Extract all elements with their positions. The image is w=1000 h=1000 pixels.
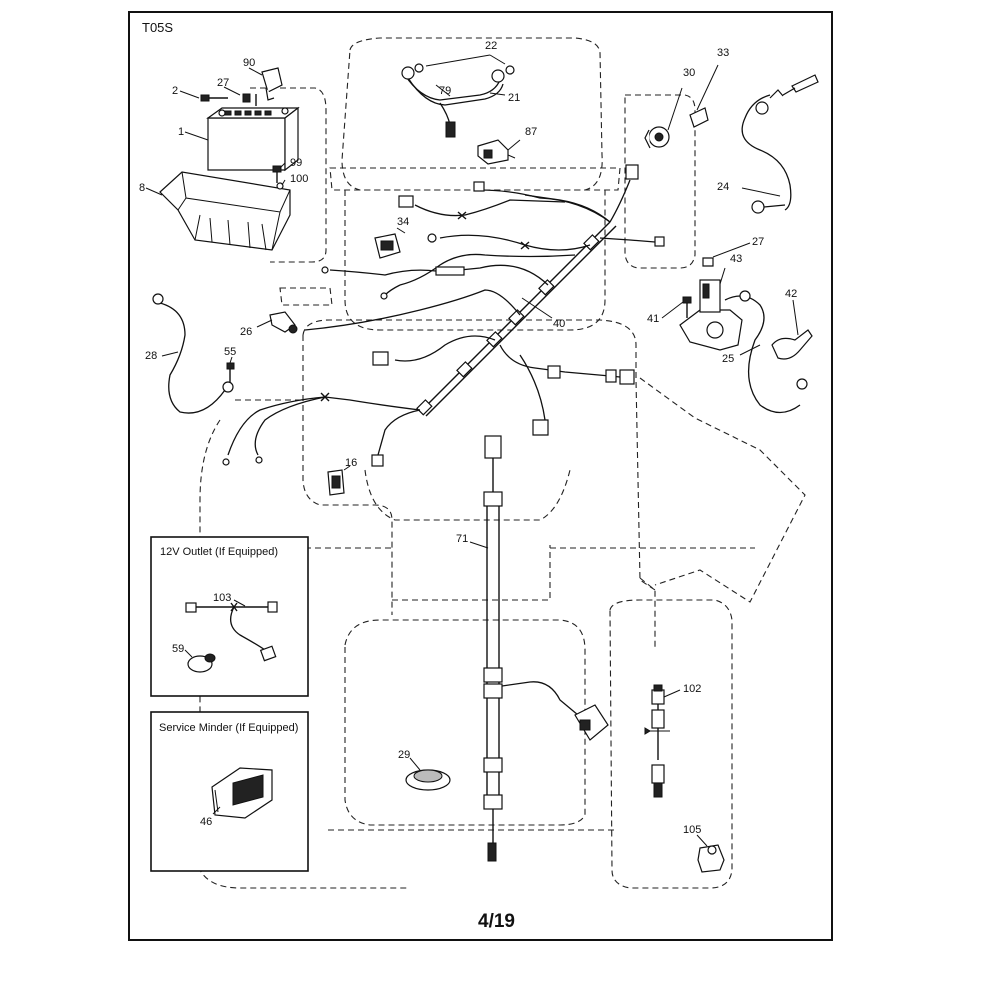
callout-30: 30	[683, 67, 695, 79]
ground-cable-28	[152, 293, 235, 414]
callout-103: 103	[213, 592, 231, 604]
diagram-frame	[128, 11, 833, 941]
tractor-outline	[199, 37, 806, 889]
inset-12v-title: 12V Outlet (If Equipped)	[160, 546, 278, 558]
callout-34: 34	[397, 216, 409, 228]
callout-87: 87	[525, 126, 537, 138]
callout-22: 22	[485, 40, 497, 52]
page-label: 4/19	[478, 911, 515, 932]
callout-28: 28	[145, 350, 157, 362]
callout-25: 25	[722, 353, 734, 365]
headlight-harness	[401, 54, 521, 165]
callout-46: 46	[200, 816, 212, 828]
callout-2: 2	[172, 85, 178, 97]
harness-102	[644, 684, 681, 798]
callout-102: 102	[683, 683, 701, 695]
diagram-code: T05S	[142, 20, 173, 35]
inset-service-minder: Service Minder (If Equipped)	[150, 711, 309, 872]
callout-90: 90	[243, 57, 255, 69]
callout-21: 21	[508, 92, 520, 104]
callout-8: 8	[139, 182, 145, 194]
main-harness	[222, 164, 665, 467]
callout-42: 42	[785, 288, 797, 300]
inset-12v-outlet: 12V Outlet (If Equipped)	[150, 536, 309, 697]
callout-29: 29	[398, 749, 410, 761]
callout-1: 1	[178, 126, 184, 138]
callout-105: 105	[683, 824, 701, 836]
switch-16	[327, 465, 351, 496]
callout-24: 24	[717, 181, 729, 193]
callout-59: 59	[172, 643, 184, 655]
callout-27-starter: 27	[752, 236, 764, 248]
inset-service-title: Service Minder (If Equipped)	[159, 722, 298, 734]
ignition-group	[644, 64, 819, 267]
fuse-26	[256, 311, 298, 334]
callout-16: 16	[345, 457, 357, 469]
callout-99: 99	[290, 157, 302, 169]
battery-group	[145, 67, 300, 251]
callout-79: 79	[439, 85, 451, 97]
solenoid-group	[661, 267, 813, 414]
callout-27-battery: 27	[217, 77, 229, 89]
callout-43: 43	[730, 253, 742, 265]
part-29	[405, 757, 451, 791]
switch-34	[374, 227, 406, 259]
callout-26: 26	[240, 326, 252, 338]
callout-33: 33	[717, 47, 729, 59]
switch-105	[696, 834, 725, 873]
callout-71: 71	[456, 533, 468, 545]
callout-55: 55	[224, 346, 236, 358]
callout-100: 100	[290, 173, 308, 185]
callout-40: 40	[553, 318, 565, 330]
harness-71	[469, 435, 609, 862]
callout-41: 41	[647, 313, 659, 325]
